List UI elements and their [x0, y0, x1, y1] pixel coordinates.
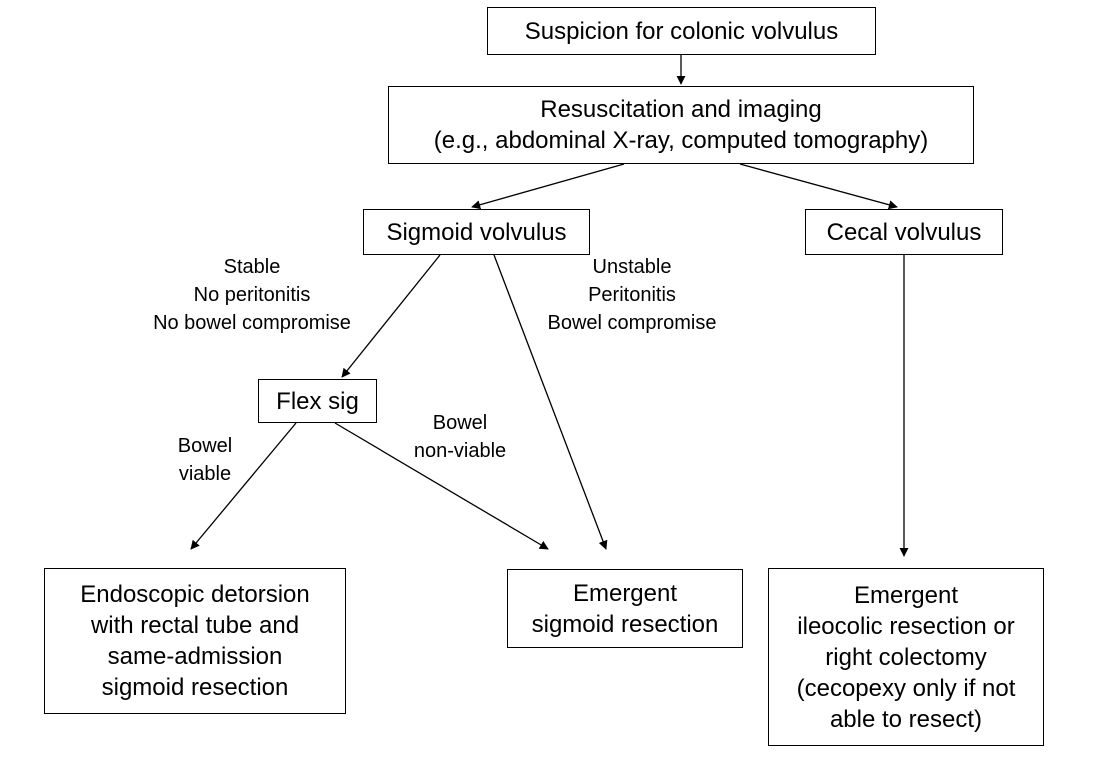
- arrow-resuscitation-to-sigmoid: [471, 163, 625, 210]
- node-emergent-sigmoid-line: sigmoid resection: [531, 610, 719, 638]
- node-emergent-ileocolic-line: (cecopexy only if not: [796, 674, 1016, 702]
- node-endoscopic-line: Endoscopic detorsion: [80, 581, 310, 608]
- node-flex-sig: Flex sig: [258, 379, 377, 423]
- edge-label-bowel-nonviable: Bowel non-viable: [390, 409, 530, 465]
- edge-label-unstable-line: Bowel compromise: [547, 312, 717, 334]
- arrow-flex-sig-to-endoscopic: [190, 422, 297, 550]
- edge-label-viable-line: viable: [178, 463, 232, 485]
- edge-label-stable-line: No peritonitis: [193, 284, 311, 306]
- edge-label-nonviable-line: non-viable: [413, 440, 507, 462]
- node-emergent-ileocolic-line: ileocolic resection or: [797, 612, 1015, 640]
- node-flex-line: Flex sig: [276, 387, 359, 415]
- arrow-resuscitation-to-cecal: [739, 163, 898, 210]
- node-emergent-sigmoid-line: Emergent: [572, 579, 678, 607]
- node-emergent-ileocolic-line: Emergent: [853, 581, 959, 609]
- arrow-sigmoid-to-flex-sig: [341, 254, 441, 378]
- node-endoscopic-line: with rectal tube and: [90, 612, 300, 639]
- edge-label-bowel-viable: Bowel viable: [150, 432, 260, 488]
- edge-label-stable-line: Stable: [223, 256, 281, 278]
- arrow-flex-sig-to-emergent-sigmoid: [334, 422, 549, 550]
- node-emergent-ileocolic-line: able to resect): [829, 705, 983, 733]
- node-cecal-volvulus: Cecal volvulus: [805, 209, 1003, 255]
- node-emergent-ileocolic-line: right colectomy: [825, 643, 987, 671]
- node-endoscopic-line: same-admission: [107, 643, 283, 670]
- node-sigmoid-line: Sigmoid volvulus: [386, 218, 567, 246]
- node-cecal-line: Cecal volvulus: [826, 218, 982, 246]
- edge-label-viable-line: Bowel: [177, 435, 233, 457]
- edge-label-nonviable-line: Bowel: [432, 412, 488, 434]
- node-resuscitation-line: (e.g., abdominal X-ray, computed tomogra…: [433, 127, 929, 154]
- node-emergent-ileocolic-resection: Emergent ileocolic resection or right co…: [768, 568, 1044, 746]
- node-suspicion: Suspicion for colonic volvulus: [487, 7, 876, 55]
- node-resuscitation: Resuscitation and imaging (e.g., abdomin…: [388, 86, 974, 164]
- edge-label-stable: Stable No peritonitis No bowel compromis…: [120, 253, 384, 337]
- edge-label-unstable-line: Unstable: [592, 256, 672, 278]
- node-resuscitation-line: Resuscitation and imaging: [540, 96, 822, 123]
- edge-label-unstable-line: Peritonitis: [588, 284, 676, 306]
- node-sigmoid-volvulus: Sigmoid volvulus: [363, 209, 590, 255]
- node-endoscopic-line: sigmoid resection: [101, 674, 289, 701]
- node-endoscopic-detorsion: Endoscopic detorsion with rectal tube an…: [44, 568, 346, 714]
- edge-label-unstable: Unstable Peritonitis Bowel compromise: [516, 253, 748, 337]
- node-suspicion-line: Suspicion for colonic volvulus: [524, 17, 839, 45]
- node-emergent-sigmoid-resection: Emergent sigmoid resection: [507, 569, 743, 648]
- edge-label-stable-line: No bowel compromise: [153, 312, 351, 334]
- arrow-sigmoid-to-emergent-sigmoid: [493, 254, 608, 550]
